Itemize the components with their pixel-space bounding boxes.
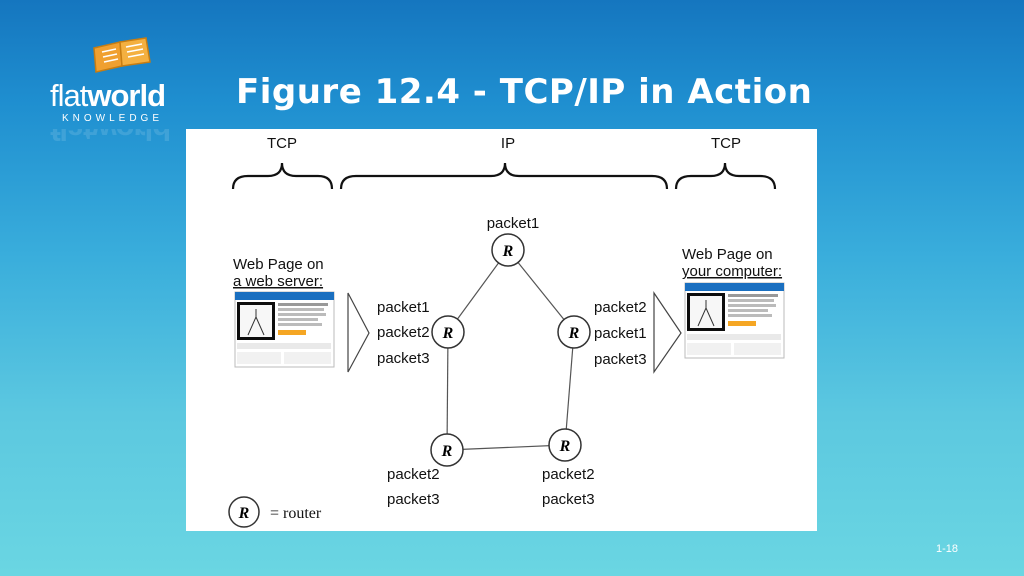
svg-text:R: R bbox=[238, 505, 250, 522]
slide-number: 1-18 bbox=[936, 543, 959, 555]
server-label-line2: a web server: bbox=[233, 273, 323, 290]
network-links bbox=[446, 249, 575, 451]
packet-bottom-right-1: packet2 bbox=[542, 466, 595, 483]
flatworld-logo: flatworld KNOWLEDGE flatworld bbox=[50, 34, 190, 147]
packet-right-1: packet2 bbox=[594, 299, 647, 316]
packet-right-3: packet3 bbox=[594, 351, 647, 368]
brace-label-left: TCP bbox=[267, 135, 297, 152]
computer-label-line1: Web Page on bbox=[682, 246, 773, 263]
brace-label-right: TCP bbox=[711, 135, 741, 152]
router-legend-symbol: R bbox=[228, 496, 260, 528]
slide-title: Figure 12.4 - TCP/IP in Action bbox=[236, 72, 813, 112]
router-right: R bbox=[557, 315, 591, 349]
svg-text:R: R bbox=[442, 325, 454, 342]
middle-brace bbox=[339, 162, 669, 190]
packet-left-2: packet2 bbox=[377, 324, 430, 341]
router-left: R bbox=[431, 315, 465, 349]
tcp-ip-figure: TCP IP TCP Web Page on a web server: bbox=[186, 129, 817, 531]
logo-subtitle: KNOWLEDGE bbox=[62, 113, 164, 124]
packet-right-2: packet1 bbox=[594, 325, 647, 342]
brace-label-middle: IP bbox=[501, 135, 515, 152]
server-webpage-thumbnail bbox=[234, 291, 335, 368]
packet-bottom-left-2: packet3 bbox=[387, 491, 440, 508]
packet-bottom-right-2: packet3 bbox=[542, 491, 595, 508]
legend-text: = router bbox=[270, 505, 322, 522]
left-brace bbox=[231, 162, 334, 190]
logo-wordmark: flatworld bbox=[50, 78, 166, 113]
router-bottom-left: R bbox=[430, 433, 464, 467]
computer-label-line2: your computer: bbox=[682, 263, 782, 280]
right-chevron bbox=[653, 291, 682, 374]
brace-marks bbox=[231, 162, 777, 190]
open-book-icon bbox=[93, 37, 151, 73]
router-top: R bbox=[491, 233, 525, 267]
svg-text:R: R bbox=[568, 325, 580, 342]
svg-text:R: R bbox=[559, 438, 571, 455]
left-chevron bbox=[347, 292, 370, 373]
computer-webpage-thumbnail bbox=[684, 282, 785, 359]
logo-reflection: flatworld bbox=[50, 129, 171, 147]
router-bottom-right: R bbox=[548, 428, 582, 462]
packet-left-1: packet1 bbox=[377, 299, 430, 316]
packet-left-3: packet3 bbox=[377, 350, 430, 367]
packet-top-1: packet1 bbox=[487, 215, 540, 232]
right-brace bbox=[674, 162, 777, 190]
svg-text:R: R bbox=[502, 243, 514, 260]
server-label-line1: Web Page on bbox=[233, 256, 324, 273]
svg-text:R: R bbox=[441, 443, 453, 460]
packet-bottom-left-1: packet2 bbox=[387, 466, 440, 483]
